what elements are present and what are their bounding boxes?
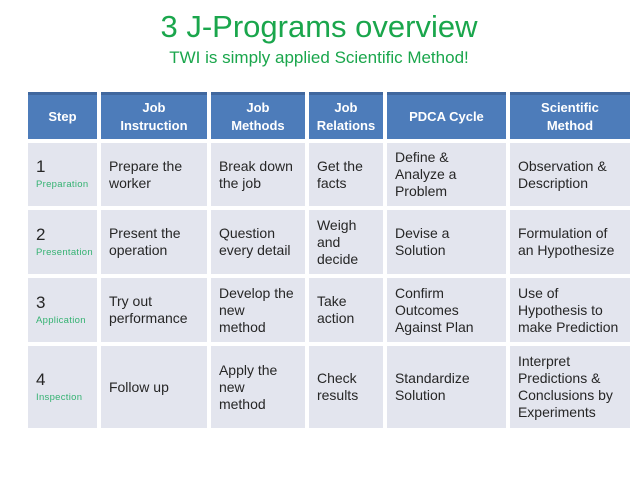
step-number: 4 — [36, 370, 46, 390]
table-cell: Break down the job — [210, 143, 305, 207]
j-programs-table: Step Job Instruction Job Methods Job Rel… — [24, 88, 634, 432]
table-cell: Develop the new method — [210, 278, 305, 343]
table-cell: Take action — [308, 278, 383, 343]
table-cell: Confirm Outcomes Against Plan — [386, 278, 506, 343]
table-cell: Standardize Solution — [386, 346, 506, 429]
step-label: Preparation — [36, 179, 89, 191]
table-cell: Present the operation — [100, 210, 207, 275]
slide-subtitle: TWI is simply applied Scientific Method! — [169, 48, 469, 67]
column-header-step: Step — [28, 92, 97, 139]
table-cell: Formulation of an Hypothesize — [509, 210, 630, 275]
step-cell: 3 Application — [28, 278, 97, 343]
step-label: Inspection — [36, 391, 83, 403]
table-row: 1 Preparation Prepare the worker Break d… — [28, 143, 630, 207]
table-cell: Follow up — [100, 346, 207, 429]
table-cell: Interpret Predictions & Conclusions by E… — [509, 346, 630, 429]
table-cell: Weigh and decide — [308, 210, 383, 275]
step-number: 3 — [36, 293, 46, 313]
table-cell: Apply the new method — [210, 346, 305, 429]
column-header-scientific-method: Scientific Method — [509, 92, 630, 139]
table-cell: Question every detail — [210, 210, 305, 275]
table-cell: Prepare the worker — [100, 143, 207, 207]
table-cell: Devise a Solution — [386, 210, 506, 275]
step-cell: 1 Preparation — [28, 143, 97, 207]
column-header-pdca-cycle: PDCA Cycle — [386, 92, 506, 139]
table-cell: Try out performance — [100, 278, 207, 343]
step-cell: 2 Presentation — [28, 210, 97, 275]
step-number: 1 — [36, 157, 46, 177]
header-row: Step Job Instruction Job Methods Job Rel… — [28, 92, 630, 139]
table-cell: Use of Hypothesis to make Prediction — [509, 278, 630, 343]
column-header-job-methods: Job Methods — [210, 92, 305, 139]
table-cell: Define & Analyze a Problem — [386, 143, 506, 207]
column-header-job-instruction: Job Instruction — [100, 92, 207, 139]
table-cell: Get the facts — [308, 143, 383, 207]
step-number: 2 — [36, 225, 46, 245]
step-cell: 4 Inspection — [28, 346, 97, 429]
step-label: Application — [36, 314, 86, 326]
table-cell: Check results — [308, 346, 383, 429]
slide-title: 3 J-Programs overview — [160, 9, 478, 44]
table-cell: Observation & Description — [509, 143, 630, 207]
step-label: Presentation — [36, 246, 93, 258]
table-row: 2 Presentation Present the operation Que… — [28, 210, 630, 275]
column-header-job-relations: Job Relations — [308, 92, 383, 139]
table-row: 4 Inspection Follow up Apply the new met… — [28, 346, 630, 429]
table-row: 3 Application Try out performance Develo… — [28, 278, 630, 343]
